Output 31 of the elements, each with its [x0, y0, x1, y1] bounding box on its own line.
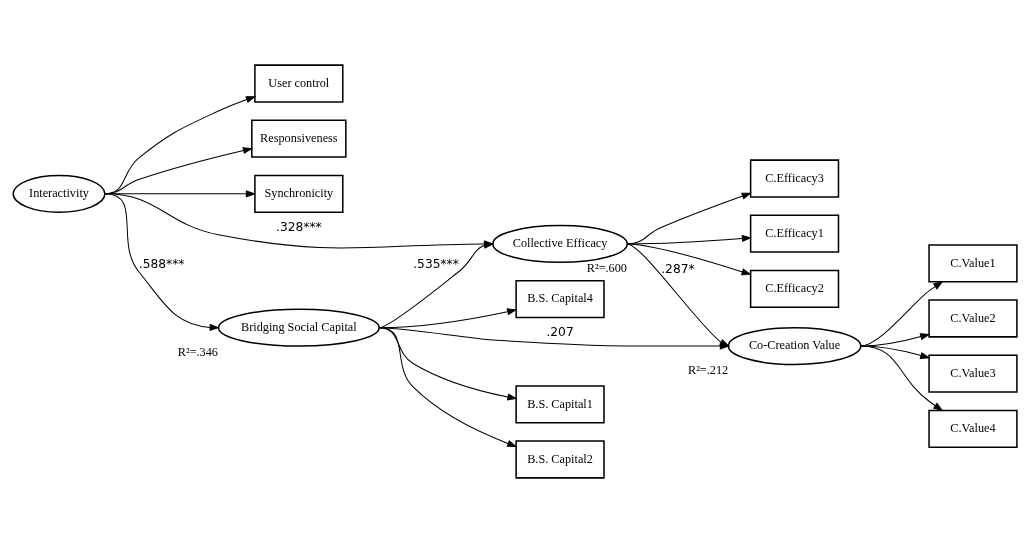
arrow: [378, 326, 517, 447]
edge-label: .588***: [138, 256, 184, 271]
node-ellipse: Co-Creation Value: [727, 326, 861, 365]
node-box: C.Value1: [927, 243, 1018, 282]
arrow: [859, 332, 930, 347]
node-label: R²=.212: [687, 362, 728, 377]
arrow: [626, 192, 752, 244]
node-box: Responsiveness: [250, 119, 347, 158]
node-box: B.S. Capital4: [514, 279, 605, 318]
node-box: C.Efficacy2: [749, 269, 839, 308]
node-box: User control: [253, 63, 344, 103]
node-label: R²=.346: [177, 344, 218, 359]
node-ellipse: Interactivity: [11, 174, 106, 213]
arrow: [859, 280, 943, 347]
arrow: [859, 345, 943, 411]
edge-label: .287*: [660, 261, 695, 276]
edge-label: .328***: [275, 219, 322, 234]
node-box: C.Value3: [927, 354, 1018, 393]
node-box: B.S. Capital1: [514, 384, 605, 423]
node-box: C.Value2: [927, 298, 1018, 338]
node-box: C.Value4: [927, 409, 1018, 448]
node-ellipse: Bridging Social Capital: [217, 308, 380, 347]
node-label: R²=.600: [586, 260, 627, 275]
node-ellipse: Collective Efficacy: [491, 224, 628, 263]
arrow: [626, 242, 730, 347]
edge-label: .535***: [412, 256, 459, 271]
node-box: C.Efficacy1: [749, 214, 839, 253]
edge-label: .207: [545, 324, 574, 339]
node-box: Synchronicity: [253, 174, 344, 213]
node-box: C.Efficacy3: [749, 158, 839, 198]
node-box: B.S. Capital2: [514, 439, 605, 479]
